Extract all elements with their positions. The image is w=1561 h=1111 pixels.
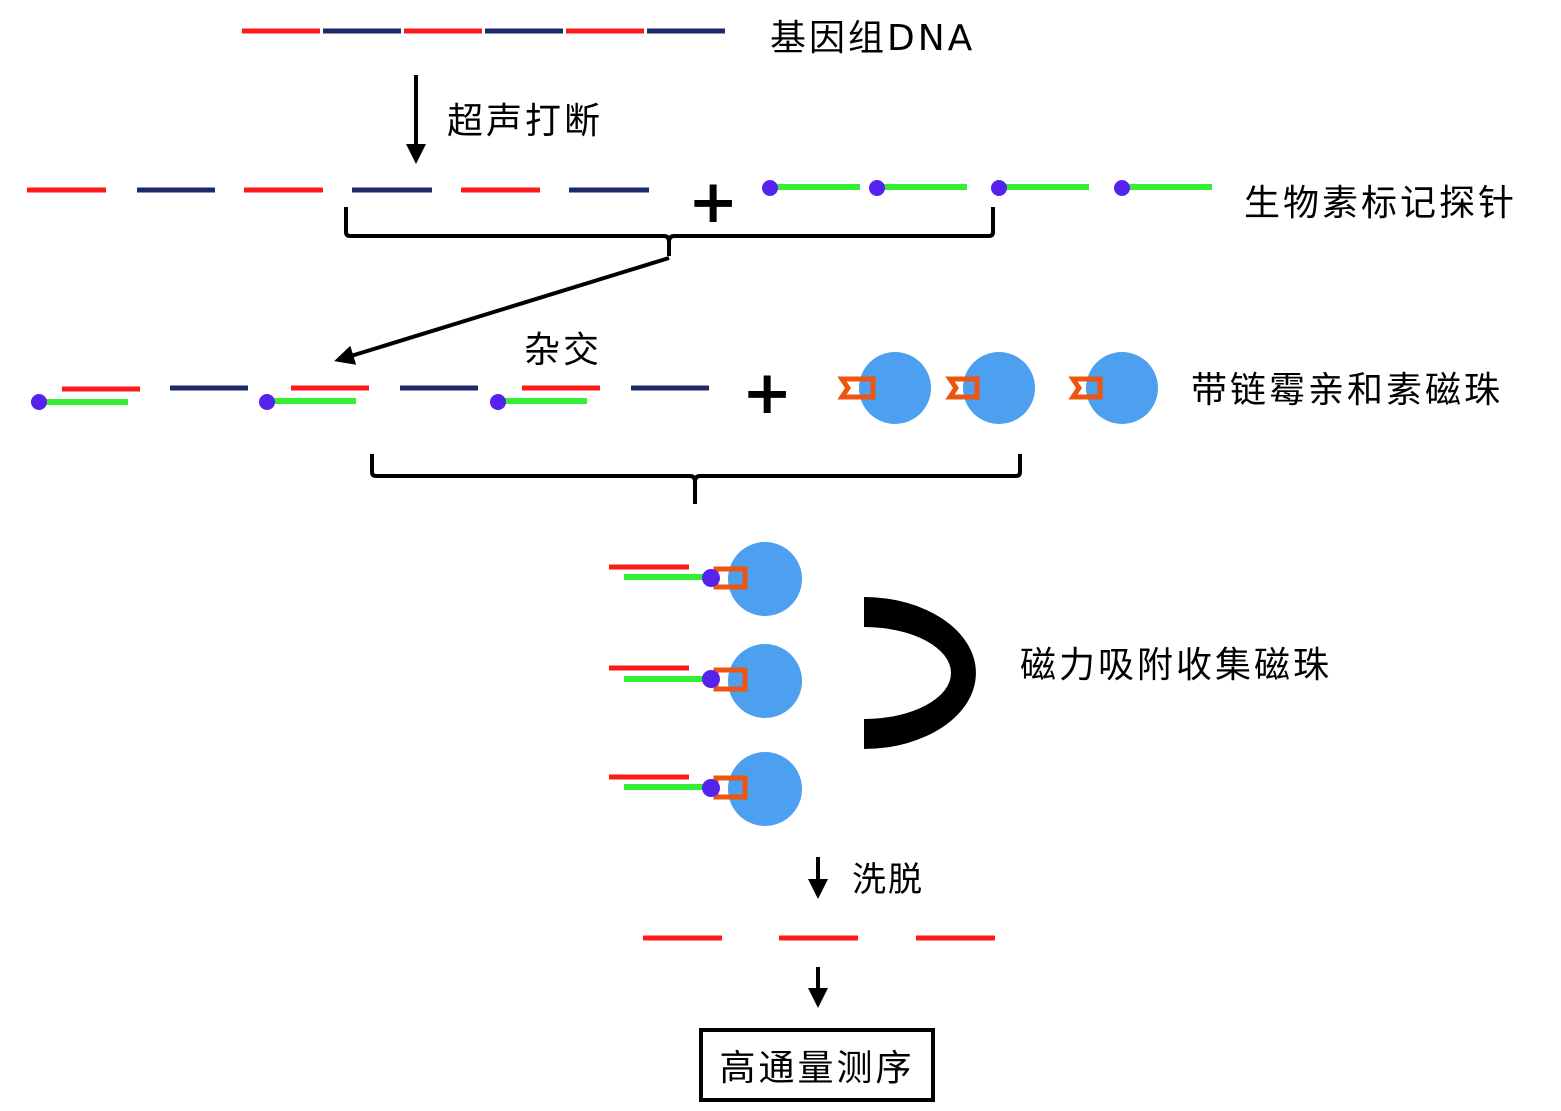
biotin-dot <box>702 670 720 688</box>
streptavidin-cup <box>837 376 876 400</box>
captured-complex <box>609 752 802 826</box>
streptavidin-bead <box>1068 352 1158 424</box>
sequencing-box <box>699 1028 935 1102</box>
streptavidin-cup <box>713 775 748 800</box>
streptavidin-cup <box>713 667 748 692</box>
hybrid-complex <box>31 386 140 410</box>
biotin-dot <box>702 569 720 587</box>
magnetic-capture-label: 磁力吸附收集磁珠 <box>1020 645 1332 686</box>
genomic-dna-label: 基因组DNA <box>770 18 975 59</box>
hybrid-complex <box>490 385 600 410</box>
hybridization-arrow <box>334 256 670 365</box>
biotin-dot <box>490 394 506 410</box>
captured-complexes <box>609 542 802 826</box>
biotin-dot <box>702 779 720 797</box>
biotin-dot <box>869 180 885 196</box>
magnetic-bead <box>728 644 802 718</box>
combine-brace <box>344 207 995 256</box>
biotin-probes <box>762 180 1212 196</box>
biotin-dot <box>762 180 778 196</box>
streptavidin-cup <box>945 376 980 400</box>
magnetic-bead <box>1086 352 1158 424</box>
captured-complex <box>609 644 802 718</box>
hybrid-complex <box>259 385 369 410</box>
sequencing-label: 高通量测序 <box>719 1048 914 1089</box>
streptavidin-bead-label: 带链霉亲和素磁珠 <box>1191 370 1503 411</box>
biotin-dot <box>31 394 47 410</box>
hybridized-fragments <box>31 385 709 410</box>
streptavidin-beads <box>837 352 1158 424</box>
streptavidin-bead <box>837 352 931 424</box>
captured-complex <box>609 542 802 616</box>
sonication-label: 超声打断 <box>447 101 603 142</box>
biotin-dot <box>991 180 1007 196</box>
magnetic-bead <box>728 752 802 826</box>
magnet-shape <box>864 597 976 749</box>
elution-label: 洗脱 <box>852 860 924 900</box>
streptavidin-bead <box>945 352 1035 424</box>
biotin-dot <box>1114 180 1130 196</box>
combine-brace <box>370 454 1022 504</box>
biotin-probe <box>762 180 860 196</box>
magnetic-bead <box>859 352 931 424</box>
magnetic-bead <box>728 542 802 616</box>
magnetic-bead <box>963 352 1035 424</box>
biotin-probe <box>1114 180 1212 196</box>
plus-sign: + <box>742 358 792 428</box>
biotin-dot <box>259 394 275 410</box>
biotin-probe <box>869 180 967 196</box>
streptavidin-cup <box>1068 376 1103 400</box>
biotin-probe <box>991 180 1089 196</box>
hybridization-label: 杂交 <box>524 330 602 371</box>
plus-sign: + <box>688 167 738 237</box>
streptavidin-cup <box>713 566 748 590</box>
biotin-probe-label: 生物素标记探针 <box>1244 183 1517 224</box>
